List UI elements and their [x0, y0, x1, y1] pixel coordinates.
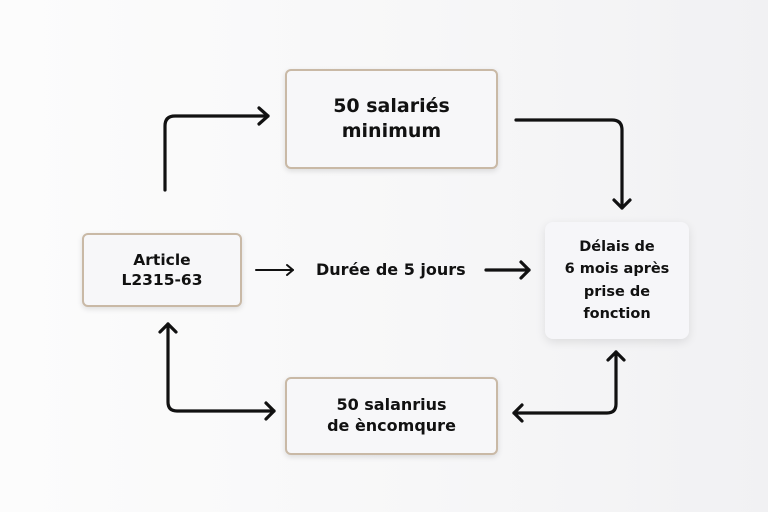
node-delais-6-mois: Délais de 6 mois après prise de fonction: [545, 222, 689, 339]
arrow-left-to-top: [163, 114, 270, 192]
arrow-top-to-right: [514, 118, 624, 210]
arrowhead-right-icon: [519, 260, 531, 280]
node-50-salanrius: 50 salanrius de èncomqure: [285, 377, 498, 455]
node-label-line: Délais de: [579, 238, 655, 255]
arrowhead-right-icon: [286, 264, 294, 276]
arrowhead-right-icon: [257, 106, 270, 126]
node-label-line: 50 salariés: [333, 95, 450, 118]
arrowhead-down-icon: [612, 198, 632, 210]
arrowhead-up-icon: [606, 350, 626, 362]
node-label-line: 6 mois après: [564, 261, 670, 278]
node-label-line: 50 salanrius: [336, 395, 447, 415]
node-label-line: minimum: [341, 120, 442, 142]
node-label-line: fonction: [583, 305, 651, 322]
node-label-line: Article: [133, 250, 191, 269]
node-label-line: de èncomqure: [327, 416, 456, 435]
duration-label: Durée de 5 jours: [316, 260, 466, 279]
arrow-left-bottom-bidirectional: [166, 322, 276, 413]
arrowhead-right-icon: [264, 401, 276, 421]
node-label-line: prise de: [583, 283, 651, 300]
node-article-l2315-63: Article L2315-63: [82, 233, 242, 307]
arrowhead-up-icon: [158, 322, 178, 334]
node-50-salaries-minimum: 50 salariés minimum: [285, 69, 498, 169]
arrow-bottom-right-bidirectional: [512, 350, 618, 415]
node-label-line: L2315-63: [121, 271, 203, 289]
arrowhead-left-icon: [512, 403, 524, 423]
